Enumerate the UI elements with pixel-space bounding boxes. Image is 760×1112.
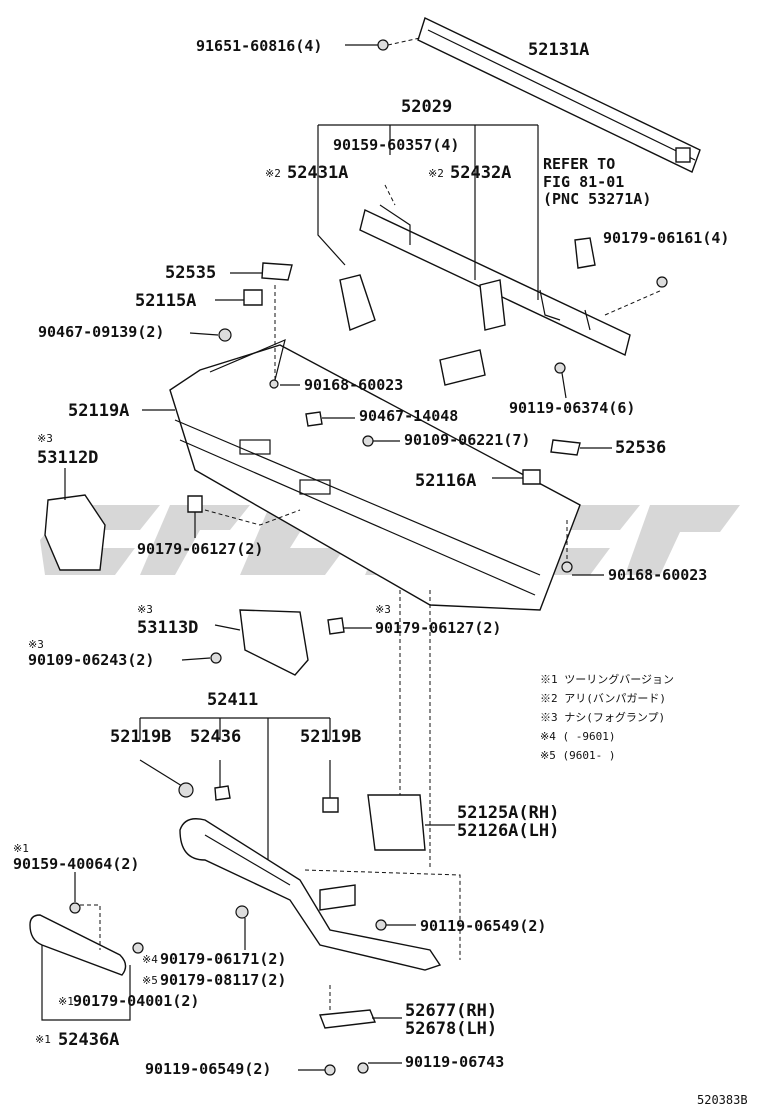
clip-90467a (218, 328, 232, 342)
clip-90179a (574, 237, 596, 269)
label-52119a: 52119A (68, 401, 129, 421)
label-90467-09139: 90467-09139(2) (38, 323, 164, 341)
legend-2: ※2 アリ(バンパガード) (540, 692, 666, 705)
label-52119b-right: 52119B (300, 727, 361, 747)
label-90179-04001: 90179-04001(2) (73, 992, 199, 1010)
retainer-bracket (359, 204, 631, 356)
cap-52119b-left (178, 782, 194, 798)
label-90179-06161: 90179-06161(4) (603, 229, 729, 247)
clip-52116a (522, 469, 541, 485)
label-90109-06221: 90109-06221(7) (404, 431, 530, 449)
bolt-90159b (69, 902, 81, 914)
side-bracket-right (479, 279, 506, 331)
cover-53112d (44, 494, 106, 571)
pipe-52436a (29, 914, 127, 976)
bumper-cover (169, 338, 581, 611)
bolt-90119d (357, 1062, 369, 1074)
label-90168-60023-top: 90168-60023 (304, 376, 403, 394)
label-90119-06743: 90119-06743 (405, 1053, 504, 1071)
marker-3-90109b: ※3 (28, 638, 44, 651)
label-52436a: 52436A (58, 1030, 119, 1050)
legend-3: ※3 ナシ(フォグランプ) (540, 710, 665, 724)
label-53112d: 53112D (37, 448, 98, 468)
nut-90179a (656, 276, 668, 288)
marker-2-right: ※2 (428, 167, 444, 180)
label-52029: 52029 (401, 97, 452, 117)
label-90159-60357: 90159-60357(4) (333, 136, 459, 154)
bolt-90119c (324, 1064, 336, 1076)
figure-id: 520383B (697, 1093, 748, 1107)
clip-90179f (132, 942, 144, 954)
label-90179-06127-right: 90179-06127(2) (375, 619, 501, 637)
label-52126a: 52126A(LH) (457, 821, 559, 841)
label-90179-08117: 90179-08117(2) (160, 971, 286, 989)
marker-1-90179f: ※1 (58, 995, 74, 1008)
clip-52115a (243, 289, 263, 306)
bumper-guard (179, 818, 442, 971)
label-53113d: 53113D (137, 618, 198, 638)
label-90168-60023-bottom: 90168-60023 (608, 566, 707, 584)
label-52678: 52678(LH) (405, 1019, 497, 1039)
label-91651-60816: 91651-60816(4) (196, 37, 322, 55)
screw-90168b (561, 561, 573, 573)
label-52125a: 52125A(RH) (457, 803, 559, 823)
nut-90179d (235, 905, 249, 919)
label-90179-06171: 90179-06171(2) (160, 950, 286, 968)
label-52536: 52536 (615, 438, 666, 458)
bolt-90119b (375, 919, 387, 931)
marker-4: ※4 (142, 953, 158, 966)
bolt-top (377, 39, 389, 51)
label-52131a: 52131A (528, 40, 589, 60)
label-refer-pnc: (PNC 53271A) (543, 190, 651, 208)
reflector (367, 794, 426, 851)
clip-52436 (214, 785, 231, 801)
clip-90179c (327, 617, 345, 635)
bracket-52677 (319, 1009, 377, 1029)
reinforcement-bar (417, 17, 701, 173)
legend: ※1 ツーリングバージョン ※2 アリ(バンパガード) ※3 ナシ(フォグランプ… (540, 672, 674, 762)
clip-52536 (550, 439, 581, 456)
label-90179-06127-left: 90179-06127(2) (137, 540, 263, 558)
label-90119-06549-right: 90119-06549(2) (420, 917, 546, 935)
marker-3-53113d: ※3 (137, 603, 153, 616)
label-90119-06374: 90119-06374(6) (509, 399, 635, 417)
bracket-center (439, 349, 486, 386)
legend-1: ※1 ツーリングバージョン (540, 672, 674, 686)
label-52432a: 52432A (450, 163, 511, 183)
label-52116a: 52116A (415, 471, 476, 491)
label-52119b-left: 52119B (110, 727, 171, 747)
screw-90109a (362, 435, 374, 447)
clip-90467b (305, 411, 323, 427)
marker-1-90159b: ※1 (13, 842, 29, 855)
screw-90168a (269, 379, 279, 389)
label-52431a: 52431A (287, 163, 348, 183)
legend-4: ※4 ( -9601) (540, 730, 615, 743)
cover-53113d (239, 609, 309, 676)
marker-3-53112d: ※3 (37, 432, 53, 445)
screw-90109b (210, 652, 222, 664)
cap-52119b-right (322, 797, 339, 813)
marker-5: ※5 (142, 974, 158, 987)
clip-52535 (261, 262, 293, 281)
screw-90119a (554, 362, 566, 374)
label-52535: 52535 (165, 263, 216, 283)
marker-2-left: ※2 (265, 167, 281, 180)
label-52677: 52677(RH) (405, 1001, 497, 1021)
label-52115a: 52115A (135, 291, 196, 311)
label-refer-to: REFER TO (543, 155, 615, 173)
marker-1-52436a: ※1 (35, 1033, 51, 1046)
bracket-guard (319, 884, 356, 911)
marker-3-90179c: ※3 (375, 603, 391, 616)
legend-5: ※5 (9601- ) (540, 749, 615, 762)
label-90119-06549-bottom: 90119-06549(2) (145, 1060, 271, 1078)
label-90467-14048: 90467-14048 (359, 407, 458, 425)
label-52436: 52436 (190, 727, 241, 747)
label-refer-fig: FIG 81-01 (543, 173, 624, 191)
clip-90179b (187, 495, 203, 513)
side-bracket-left (339, 274, 376, 331)
label-52411: 52411 (207, 690, 258, 710)
label-90159-40064: 90159-40064(2) (13, 855, 139, 873)
label-90109-06243: 90109-06243(2) (28, 651, 154, 669)
